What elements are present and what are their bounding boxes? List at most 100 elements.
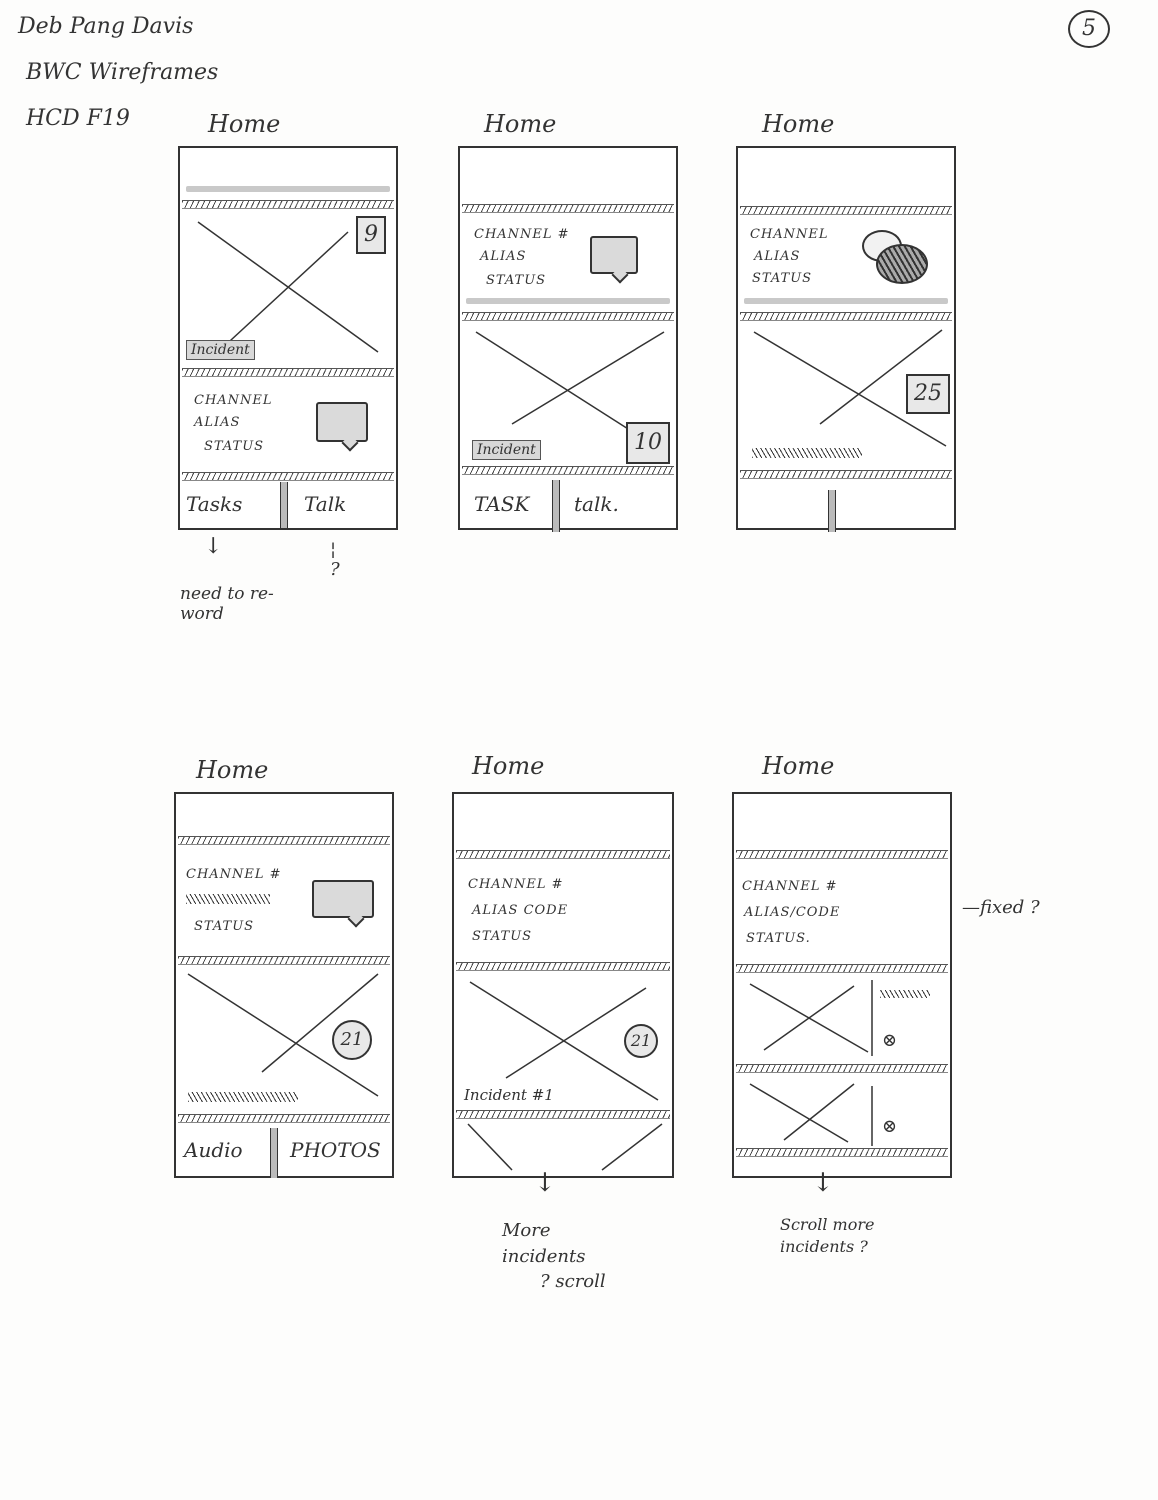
incident-title-scribble [880,990,930,998]
alias-label: ALIAS CODE [472,903,569,918]
incident-label[interactable] [752,448,862,458]
frame-6-phone: CHANNEL # ALIAS/CODE STATUS. ⊗ ⊗ [732,792,952,1178]
frame-3-title: Home [762,110,835,138]
incident-count-badge[interactable]: 9 [356,216,386,254]
alias-label: ALIAS [754,249,801,264]
alias-label: ALIAS/CODE [744,905,841,920]
tab-divider [552,480,560,532]
note-scroll-question: ? scroll [540,1271,606,1292]
arrow-down-icon: ↓ [534,1168,556,1198]
incident-count-badge[interactable]: 21 [332,1020,372,1060]
status-label: STATUS [204,439,265,454]
chat-bubble-icon[interactable] [590,236,638,284]
channel-label: CHANNEL [194,393,273,408]
section-divider [740,470,952,479]
tab-tasks[interactable]: Tasks [186,492,243,516]
note-more-incidents: More incidents [502,1220,586,1267]
course-label: HCD F19 [26,106,130,131]
channel-label: CHANNEL # [186,867,282,882]
chat-bubble-icon[interactable] [876,244,928,284]
status-label: STATUS [486,273,547,288]
incident-count-badge[interactable]: 25 [906,374,950,414]
frame-1-phone: 9 Incident CHANNEL ALIAS STATUS Tasks Ta… [178,146,398,530]
frame-6-title: Home [762,752,835,780]
section-divider [182,200,394,209]
chat-bubble-icon[interactable] [316,402,368,452]
image-placeholder-icon [188,212,388,362]
incident-label[interactable]: Incident #1 [464,1086,554,1104]
section-divider [462,204,674,213]
frame-2-title: Home [484,110,557,138]
tab-audio[interactable]: Audio [184,1138,243,1162]
section-divider [462,466,674,475]
tab-divider [270,1128,278,1178]
close-circle-icon[interactable]: ⊗ [882,1030,898,1051]
section-divider [178,1114,390,1123]
channel-label: CHANNEL # [474,227,570,242]
section-divider [740,312,952,321]
status-label: STATUS [194,919,255,934]
image-placeholder-icon [182,968,384,1102]
incident-label[interactable]: Incident [186,340,255,360]
channel-label: CHANNEL [750,227,829,242]
note-question: ¦? [330,539,340,580]
status-label: STATUS [752,271,813,286]
incident-count-badge[interactable]: 21 [624,1024,658,1058]
section-bar [744,298,948,304]
frame-4-phone: CHANNEL # STATUS 21 Audio PHOTOS [174,792,394,1178]
next-incident-preview[interactable] [462,1120,666,1176]
chat-bubble-icon[interactable] [312,880,374,928]
image-placeholder-icon[interactable] [744,1078,874,1148]
tab-photos[interactable]: PHOTOS [290,1138,381,1162]
incident-label[interactable]: Incident [472,440,541,460]
arrow-down-icon: ↓ [812,1168,834,1198]
section-divider [456,850,670,859]
section-divider [736,1148,948,1157]
image-placeholder-icon [462,974,666,1108]
section-divider [462,312,674,321]
author-name: Deb Pang Davis [18,14,194,39]
section-divider [182,472,394,481]
tab-divider [828,490,836,532]
arrow-down-icon: ↓ [204,534,223,559]
tab-talk[interactable]: talk. [574,492,619,516]
status-bar [186,186,390,192]
note-fixed: —fixed ? [962,897,1040,918]
section-divider [736,850,948,859]
image-placeholder-icon[interactable] [744,978,874,1058]
note-scroll-more: Scroll more incidents ? [780,1215,875,1256]
incident-count-badge[interactable]: 10 [626,422,670,464]
section-divider [456,962,670,971]
image-placeholder-icon [746,324,950,454]
section-divider [736,964,948,973]
frame-2-phone: CHANNEL # ALIAS STATUS 10 Incident TASK … [458,146,678,532]
frame-1-title: Home [208,110,281,138]
subject-title: BWC Wireframes [26,60,219,85]
section-divider [736,1064,948,1073]
status-label: STATUS. [746,931,811,946]
alias-label: ALIAS [480,249,527,264]
section-divider [456,1110,670,1119]
section-divider [178,956,390,965]
frame-5-phone: CHANNEL # ALIAS CODE STATUS 21 Incident … [452,792,674,1178]
close-circle-icon[interactable]: ⊗ [882,1116,898,1137]
alias-label: ALIAS [194,415,241,430]
section-divider [740,206,952,215]
status-label: STATUS [472,929,533,944]
frame-5-title: Home [472,752,545,780]
section-divider [178,836,390,845]
incident-label[interactable] [188,1092,298,1102]
channel-label: CHANNEL # [468,877,564,892]
frame-3-phone: CHANNEL ALIAS STATUS 25 [736,146,956,532]
channel-label: CHANNEL # [742,879,838,894]
question-mark: ? [330,559,340,580]
frame-4-title: Home [196,756,269,784]
section-divider [182,368,394,377]
tab-task[interactable]: TASK [474,492,530,516]
page-number: 5 [1068,10,1110,48]
section-bar [466,298,670,304]
tab-talk[interactable]: Talk [304,492,347,516]
tab-divider [280,482,288,528]
alias-scribble [186,894,270,904]
note-rename: need to re-word [180,584,274,624]
